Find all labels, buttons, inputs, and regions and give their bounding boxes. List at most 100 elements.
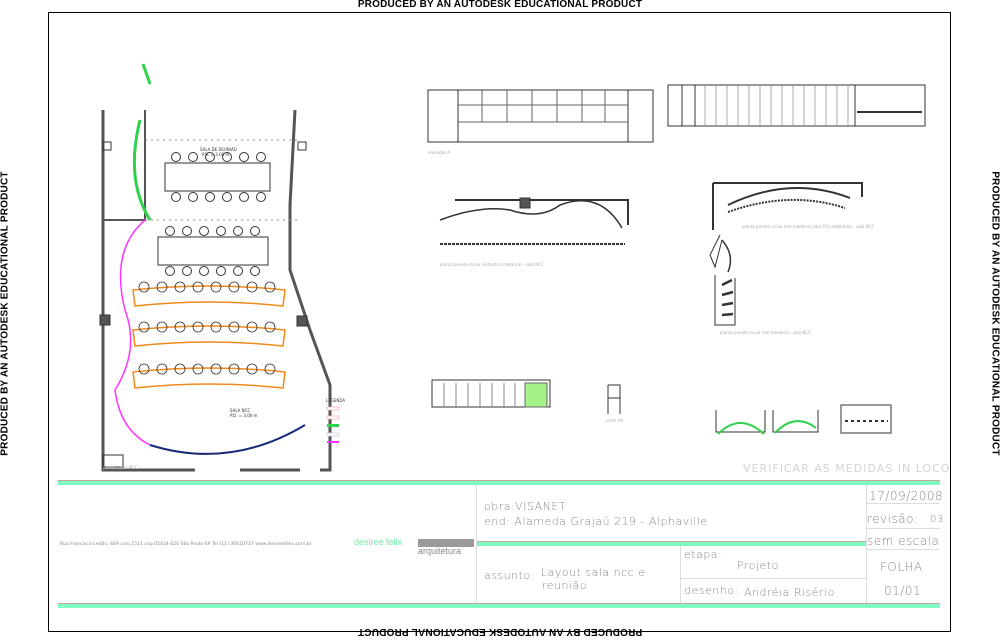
curved-wall-tv-caption: planta parede curva (em madeira) para TV… bbox=[742, 224, 875, 229]
endereco: end: Alameda Grajaú 219 - Alphaville bbox=[484, 515, 708, 528]
chair bbox=[182, 226, 192, 236]
elevation-b bbox=[667, 84, 926, 127]
logo-sub: arquitetura bbox=[418, 546, 462, 556]
title-bar-top bbox=[58, 480, 940, 485]
seat bbox=[192, 321, 204, 333]
chair bbox=[188, 152, 198, 162]
verify-note: VERIFICAR AS MEDIDAS IN LOCO bbox=[743, 462, 951, 475]
divider bbox=[866, 503, 940, 504]
etapa-value: Projeto bbox=[737, 559, 779, 572]
office-address: Rua Francisco Leitão, 469 conj.1511 cep.… bbox=[60, 542, 312, 547]
chair bbox=[216, 226, 226, 236]
divider bbox=[866, 549, 940, 550]
divider bbox=[680, 546, 681, 603]
logo-bar bbox=[418, 539, 474, 547]
seat bbox=[138, 281, 150, 293]
seat bbox=[192, 281, 204, 293]
chair bbox=[239, 152, 249, 162]
folha-value: 01/01 bbox=[884, 584, 922, 598]
escala: sem escala bbox=[867, 534, 940, 548]
seating-row bbox=[132, 367, 286, 389]
chair bbox=[250, 266, 260, 276]
seating-rows bbox=[132, 281, 286, 389]
divider bbox=[476, 485, 477, 603]
legend-swatches bbox=[326, 406, 340, 443]
chair bbox=[205, 192, 215, 202]
etapa-label: etapa: bbox=[684, 548, 723, 561]
chair bbox=[171, 192, 181, 202]
divider bbox=[866, 528, 940, 529]
seat bbox=[228, 321, 240, 333]
chair bbox=[256, 192, 266, 202]
curved-wall-metal bbox=[439, 197, 629, 245]
meeting-room-label: SALA DE REUNIÃO bbox=[200, 147, 237, 152]
chair bbox=[239, 192, 249, 202]
seat bbox=[192, 363, 204, 375]
detail-sections bbox=[715, 404, 892, 435]
chair bbox=[165, 266, 175, 276]
seat bbox=[228, 281, 240, 293]
chair bbox=[199, 226, 209, 236]
sheet-frame bbox=[48, 12, 951, 632]
chair bbox=[188, 192, 198, 202]
curved-wall-wood-caption: planta parede curva (em madeira) - sala … bbox=[720, 330, 811, 335]
chair bbox=[222, 152, 232, 162]
elevation-a-caption: elevação A bbox=[428, 150, 450, 155]
date: 17/09/2008 bbox=[869, 489, 944, 503]
seating-row bbox=[132, 285, 286, 307]
seat bbox=[156, 363, 168, 375]
curved-wall-metal-caption: planta parede curva (estrutura metálica)… bbox=[440, 262, 544, 267]
seat bbox=[138, 363, 150, 375]
chair bbox=[233, 266, 243, 276]
section-caption: corte AA bbox=[606, 418, 624, 423]
legend-title: LEGENDA bbox=[326, 398, 346, 403]
title-bar-middle bbox=[476, 541, 866, 546]
elevation-c bbox=[431, 379, 621, 414]
seat bbox=[264, 363, 276, 375]
revisao-value: 03 bbox=[930, 514, 944, 525]
ncc-room-height: P.D. = 3,00 m bbox=[230, 413, 258, 418]
seat bbox=[246, 321, 258, 333]
chair bbox=[165, 226, 175, 236]
desenho-value: Andréia Risério bbox=[744, 586, 835, 599]
chair bbox=[199, 266, 209, 276]
chairs bbox=[165, 152, 266, 276]
seat bbox=[174, 363, 186, 375]
seat bbox=[246, 363, 258, 375]
divider bbox=[866, 485, 867, 603]
elevation-a bbox=[427, 89, 654, 143]
revisao-label: revisão: bbox=[867, 512, 919, 526]
seat bbox=[210, 321, 222, 333]
assunto-line2: reunião bbox=[542, 579, 588, 592]
chair bbox=[182, 266, 192, 276]
seat bbox=[210, 281, 222, 293]
seat bbox=[264, 321, 276, 333]
seat bbox=[174, 321, 186, 333]
chair bbox=[171, 152, 181, 162]
logo-name: desiree felix bbox=[354, 537, 403, 547]
plan-caption: planta - sala NCC bbox=[103, 465, 138, 470]
title-bar-bottom bbox=[58, 603, 940, 608]
seat bbox=[210, 363, 222, 375]
seating-row bbox=[132, 325, 286, 347]
assunto-label: assunto: bbox=[484, 569, 535, 582]
meeting-room-height: P.D. = 3,00 m bbox=[202, 152, 230, 157]
chair bbox=[233, 226, 243, 236]
ncc-room-label: SALA NCC bbox=[230, 408, 251, 413]
seat bbox=[174, 281, 186, 293]
desenho-label: desenho: bbox=[684, 584, 739, 597]
seat bbox=[156, 321, 168, 333]
seat bbox=[138, 321, 150, 333]
floor-plan bbox=[99, 63, 332, 472]
chair bbox=[205, 152, 215, 162]
obra: obra:VISANET bbox=[484, 500, 567, 513]
seat bbox=[246, 281, 258, 293]
chair bbox=[250, 226, 260, 236]
seat bbox=[228, 363, 240, 375]
curved-wall-tv bbox=[709, 182, 863, 326]
chair bbox=[216, 266, 226, 276]
seat bbox=[156, 281, 168, 293]
chair bbox=[256, 152, 266, 162]
assunto-line1: Layout sala ncc e bbox=[541, 566, 646, 579]
